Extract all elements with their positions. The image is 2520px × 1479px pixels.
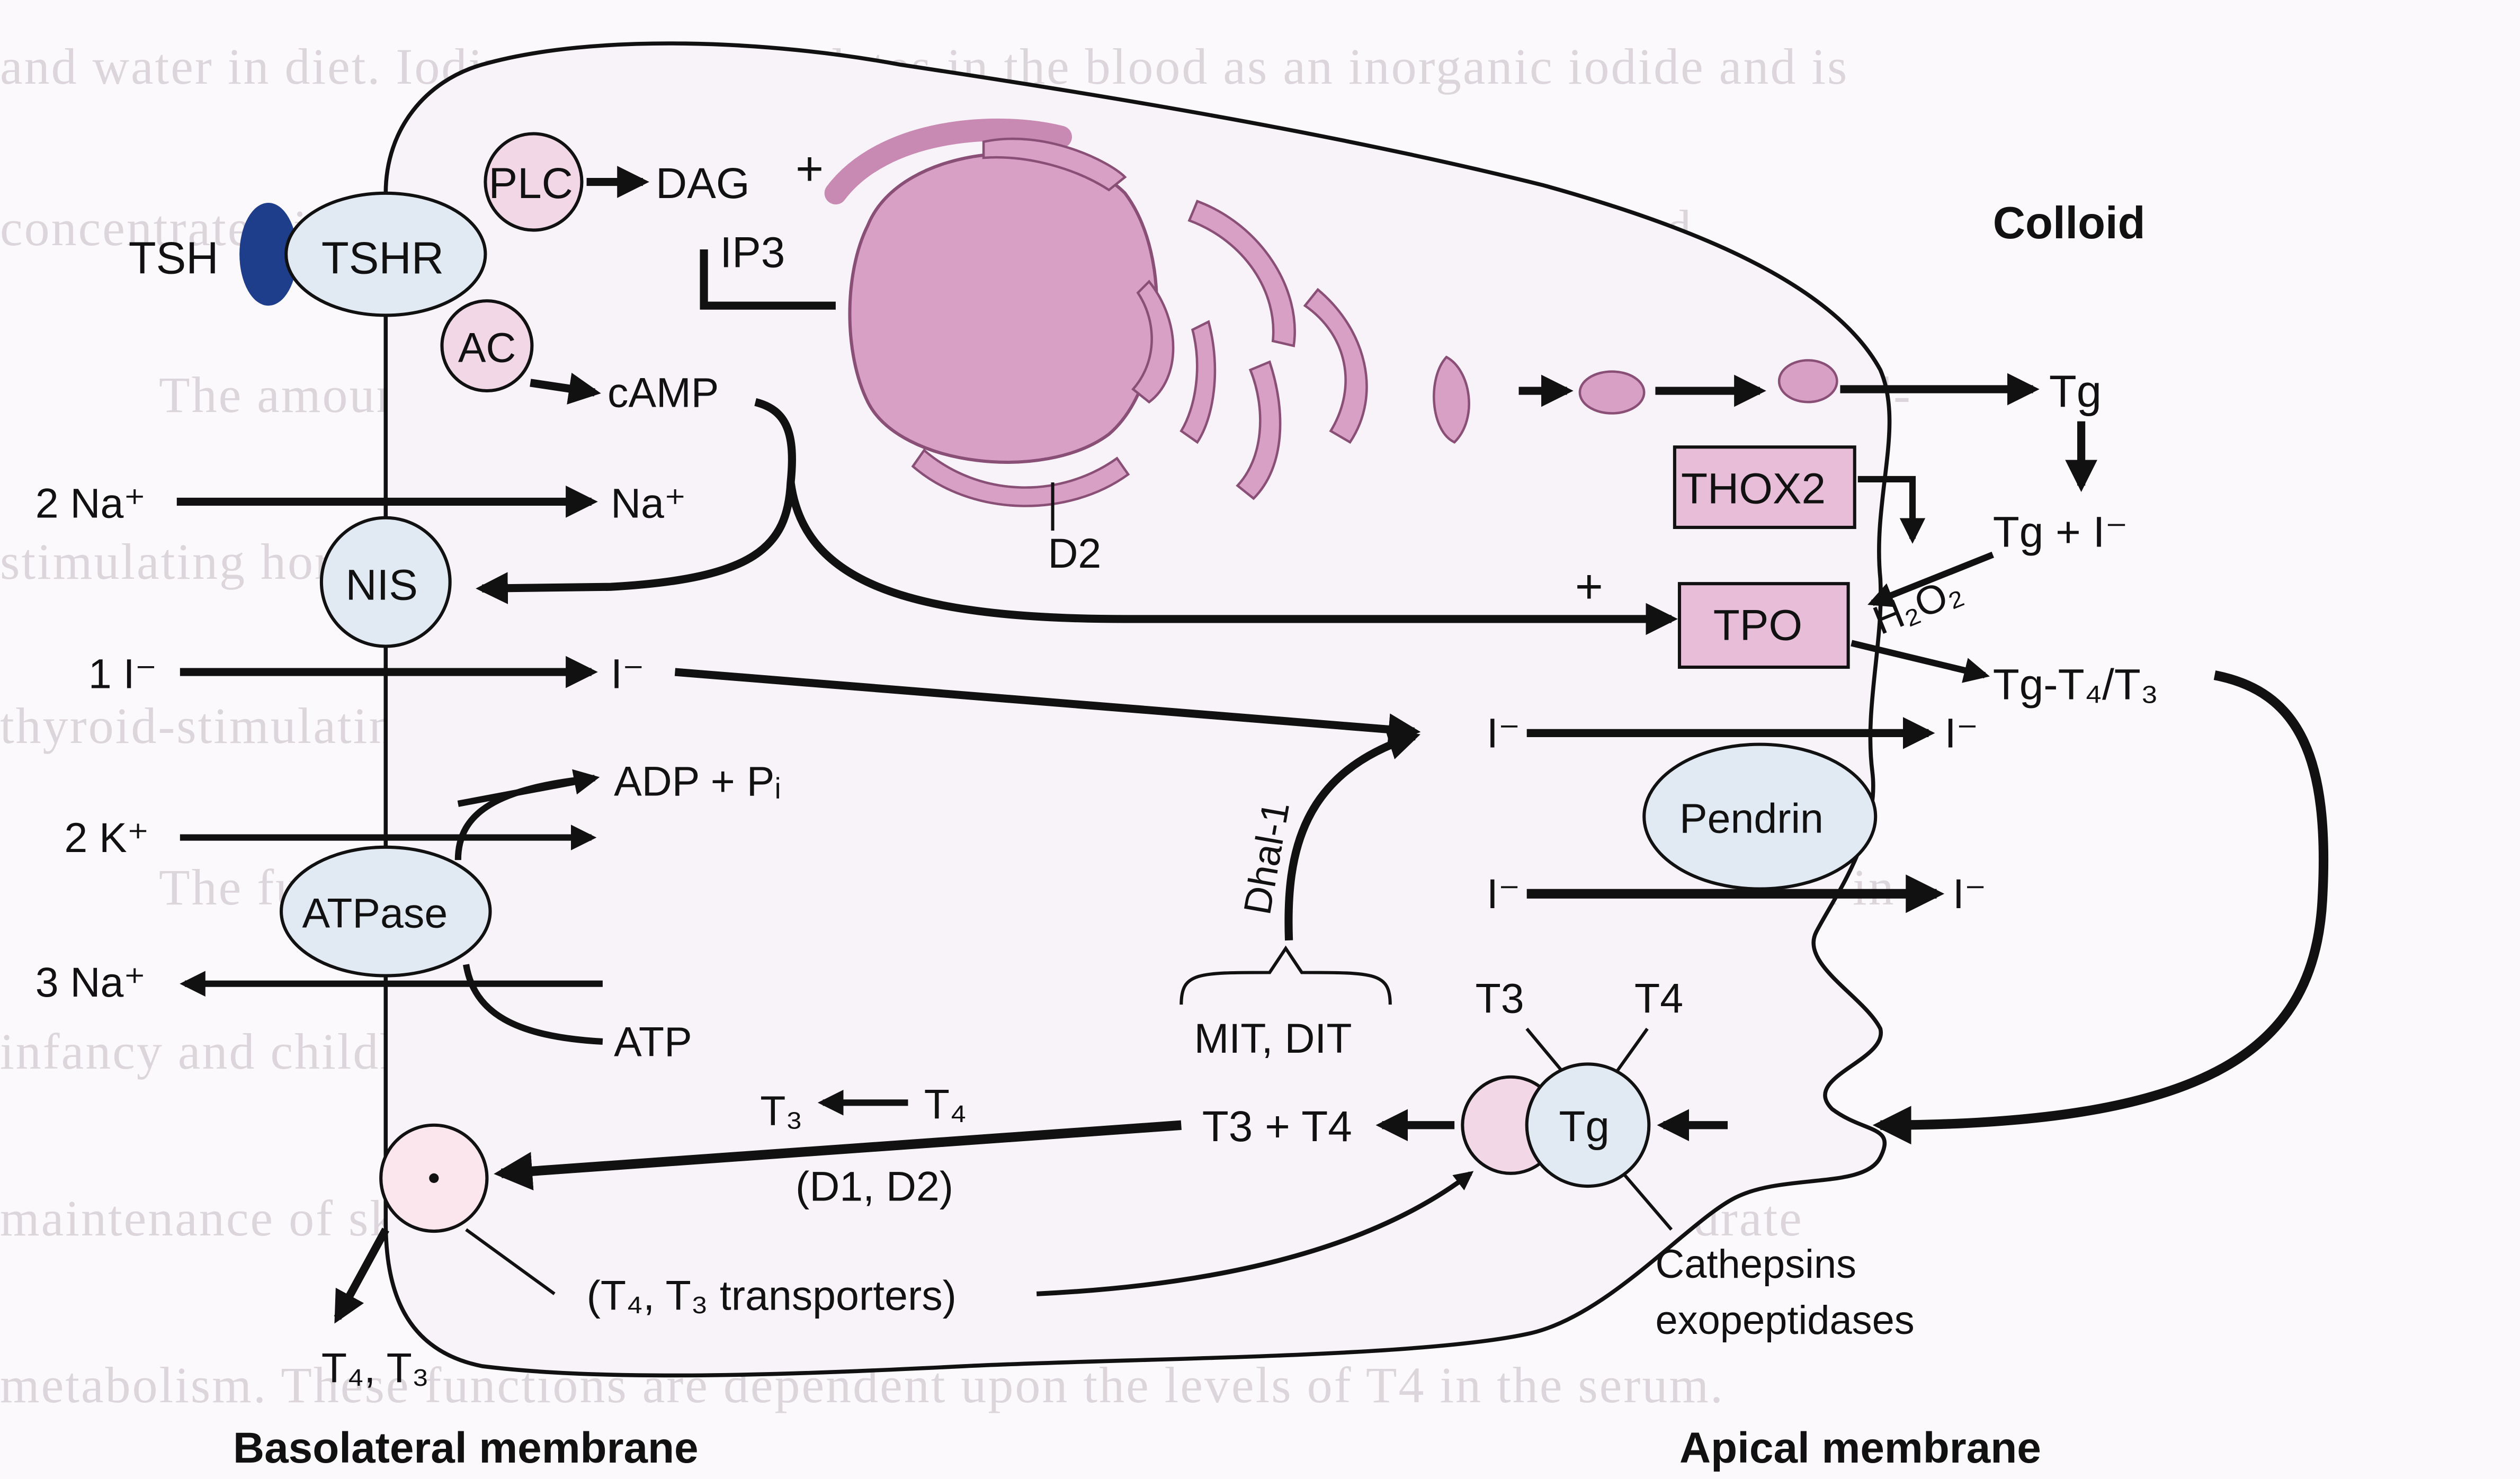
tg-t4-t3-label: Tg-T₄/T₃ [1993,661,2158,709]
d1-d2-label: (D1, D2) [796,1163,953,1209]
colloid-label: Colloid [1993,198,2146,248]
dag-label: DAG [656,159,750,208]
t3-small-label: T₃ [760,1088,802,1134]
apical-label: Apical membrane [1679,1424,2041,1472]
t4-top-label: T4 [1634,975,1683,1021]
iodide-right-label-1: I⁻ [1487,710,1521,757]
t3-top-label: T3 [1476,975,1524,1021]
tg-plus-i-label: Tg + I⁻ [1993,508,2128,556]
transporters-label: (T₄, T₃ transporters) [587,1272,957,1319]
exopeptidases-label: exopeptidases [1655,1298,1914,1343]
pendrin-label: Pendrin [1679,795,1824,841]
atp-label: ATP [614,1018,692,1065]
plus-sign: + [1575,560,1603,614]
iodide-left-label: 1 I⁻ [88,650,157,697]
tshr-label: TSHR [321,234,444,284]
plc-label: PLC [488,159,573,208]
cathepsins-label: Cathepsins [1655,1242,1856,1287]
tpo-label: TPO [1713,601,1802,649]
camp-label: cAMP [607,369,719,416]
t4-small-label: T₄ [924,1081,967,1128]
mit-dit-label: MIT, DIT [1194,1015,1352,1062]
hormone-out-arrow [337,1230,386,1318]
iodide-lower-left-label: I⁻ [1487,871,1521,917]
tsh-label: TSH [129,234,219,284]
nis-label: NIS [345,561,418,609]
atpase-label: ATPase [302,890,448,937]
ac-label: AC [458,324,516,371]
k-left-label: 2 K⁺ [64,814,149,861]
na-left-label: 2 Na⁺ [35,480,146,527]
t4-t3-out-label: T₄, T₃ [321,1344,429,1391]
na-right-label: Na⁺ [611,480,686,527]
plus-sign: + [796,142,824,196]
tg-top-label: Tg [2049,366,2102,417]
adp-label: ADP + Pᵢ [614,758,781,805]
basolateral-label: Basolateral membrane [233,1424,699,1472]
iodide-mid-label: I⁻ [611,650,645,697]
thox2-label: THOX2 [1681,464,1826,513]
d2-top-label: D2 [1048,530,1101,577]
na-three-label: 3 Na⁺ [35,959,146,1006]
iodide-lower-right-label: I⁻ [1953,871,1987,917]
transporter-dot [429,1173,439,1183]
tg-vesicle-label: Tg [1559,1102,1610,1151]
ip3-label: IP3 [720,228,785,276]
iodide-right-label-2: I⁻ [1945,710,1979,757]
t3-t4-label: T3 + T4 [1202,1102,1352,1151]
